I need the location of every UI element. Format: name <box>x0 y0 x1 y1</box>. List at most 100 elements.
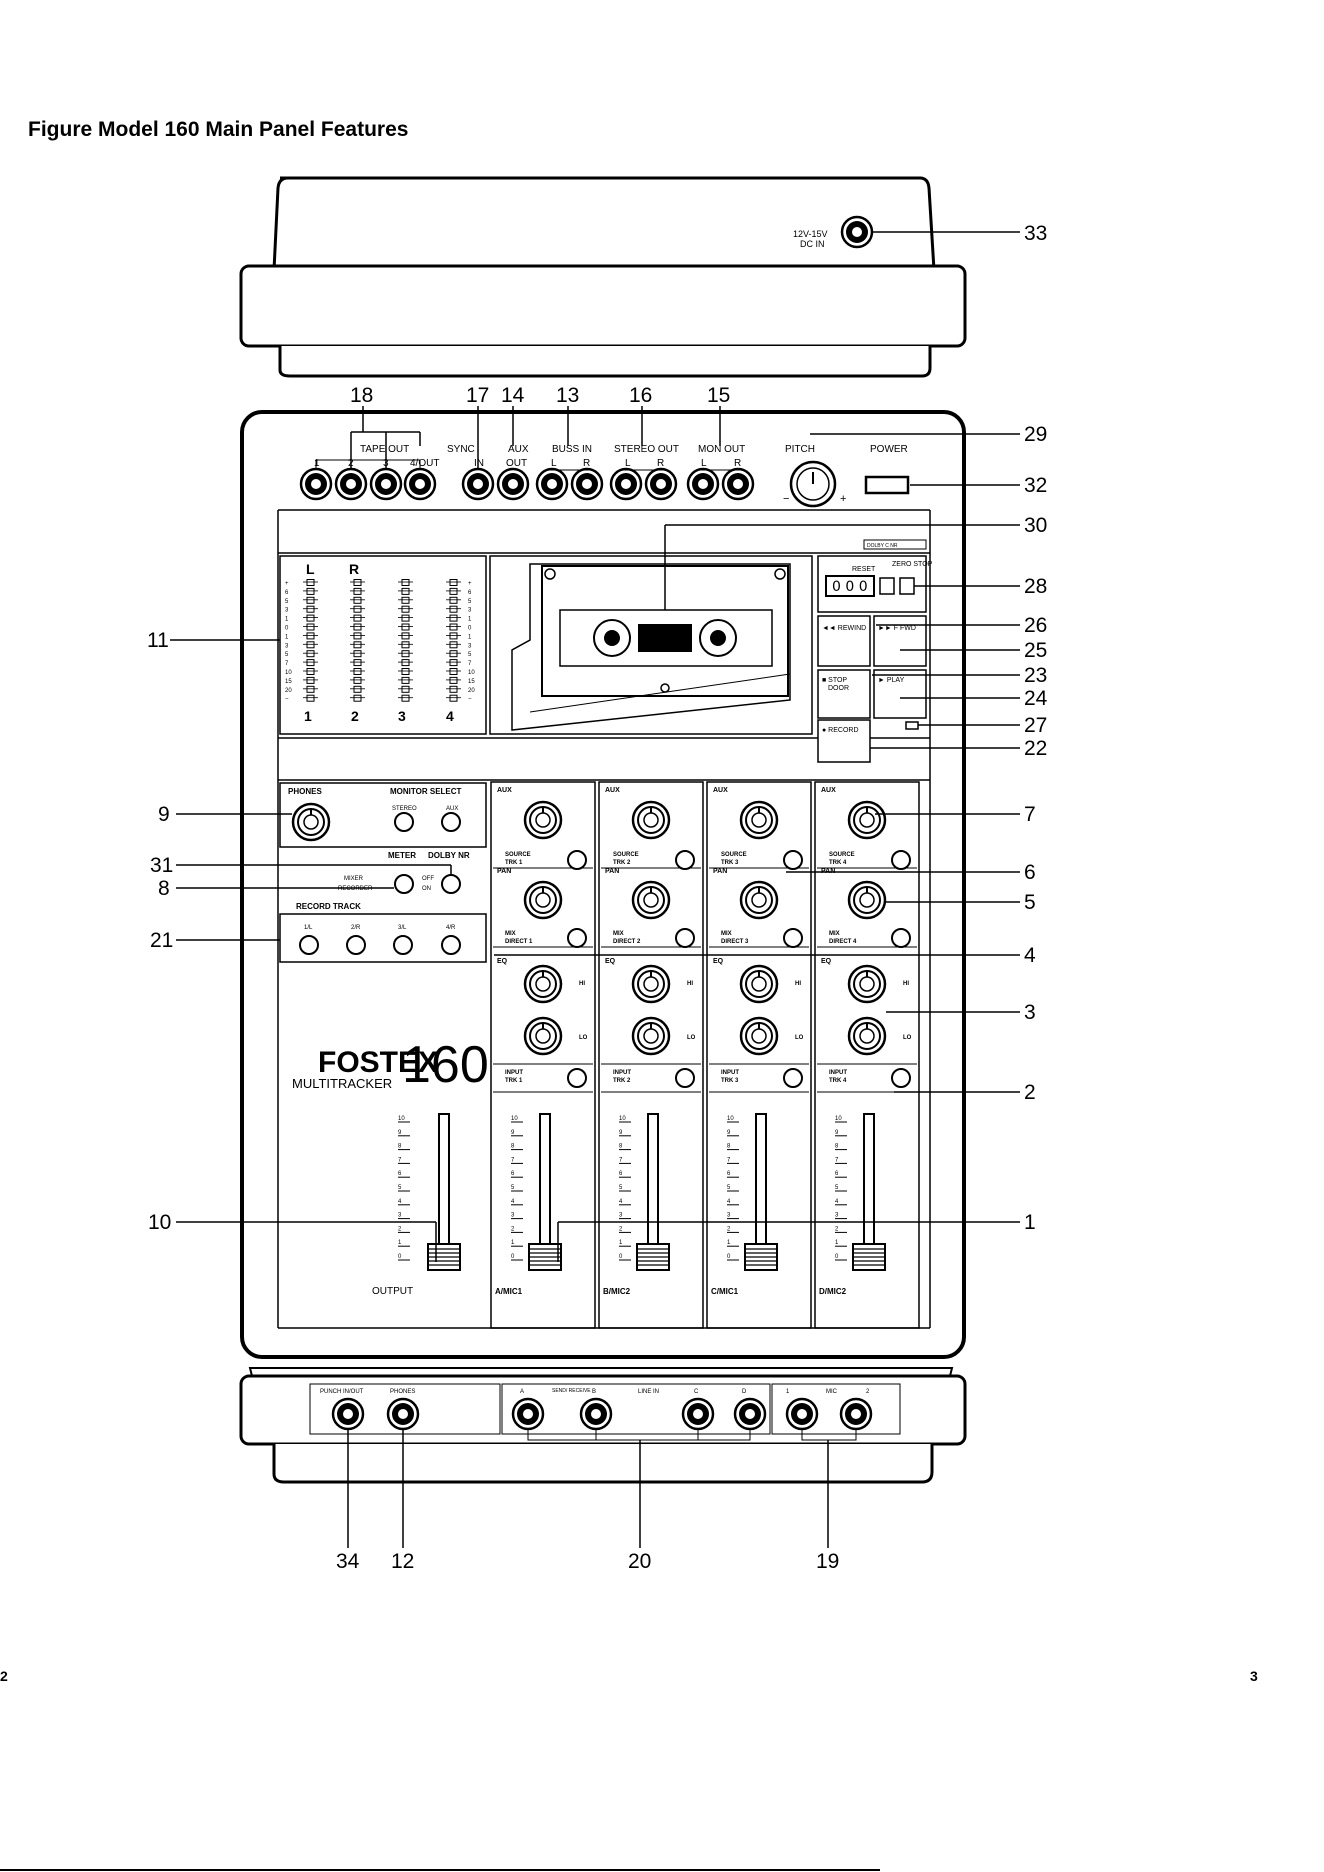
input-switch[interactable] <box>567 1068 587 1088</box>
aux-out-jack[interactable] <box>496 467 530 501</box>
ffwd-button[interactable] <box>873 615 927 667</box>
knob-graphic <box>523 964 563 1004</box>
dolby-nr-switch[interactable] <box>441 874 461 894</box>
meter-segment <box>353 605 362 613</box>
aux-knob[interactable] <box>631 800 671 840</box>
mix-switch[interactable] <box>783 928 803 948</box>
fader-scale-mark: 6 <box>511 1171 515 1177</box>
knob-graphic <box>847 880 887 920</box>
zero-stop-label: ZERO STOP <box>892 561 933 568</box>
callout-3: 3 <box>1024 1001 1036 1024</box>
callout-34: 34 <box>336 1550 360 1573</box>
eq-hi-knob[interactable] <box>523 964 563 1004</box>
eq-hi-knob[interactable] <box>847 964 887 1004</box>
zero-stop-button[interactable] <box>899 577 915 595</box>
eq-lo-knob[interactable] <box>847 1016 887 1056</box>
pan-knob[interactable] <box>847 880 887 920</box>
line-in-a-jack[interactable] <box>511 1397 545 1431</box>
mix-switch[interactable] <box>675 928 695 948</box>
aux-knob[interactable] <box>847 800 887 840</box>
tape-out-jack-4[interactable] <box>403 467 437 501</box>
mic-1-jack[interactable] <box>785 1397 819 1431</box>
switch-graphic <box>567 928 587 948</box>
line-in-c-jack[interactable] <box>681 1397 715 1431</box>
monitor-stereo-button[interactable] <box>394 812 414 832</box>
dc-in-jack[interactable] <box>840 215 874 249</box>
aux-knob[interactable] <box>739 800 779 840</box>
source-switch[interactable] <box>567 850 587 870</box>
eq-hi-knob[interactable] <box>739 964 779 1004</box>
stereo-out-l-jack[interactable] <box>609 467 643 501</box>
rec-track-2-button[interactable] <box>346 935 366 955</box>
source-switch[interactable] <box>675 850 695 870</box>
meter-scale-mark: 10 <box>468 670 475 676</box>
record-button[interactable] <box>817 719 871 763</box>
stop-button[interactable] <box>817 669 871 719</box>
mic-2-jack[interactable] <box>839 1397 873 1431</box>
pan-knob[interactable] <box>739 880 779 920</box>
rec-track-1-button[interactable] <box>299 935 319 955</box>
aux-knob[interactable] <box>523 800 563 840</box>
source-switch[interactable] <box>891 850 911 870</box>
source-trk-label: TRK 2 <box>613 860 631 866</box>
mon-out-r-jack[interactable] <box>721 467 755 501</box>
line-in-b-jack[interactable] <box>579 1397 613 1431</box>
input-switch[interactable] <box>783 1068 803 1088</box>
mix-switch[interactable] <box>891 928 911 948</box>
input-switch[interactable] <box>891 1068 911 1088</box>
rec-track-4-button[interactable] <box>441 935 461 955</box>
aux-label: AUX <box>508 444 529 455</box>
sync-in-jack[interactable] <box>461 467 495 501</box>
fader-scale-mark: 5 <box>511 1185 515 1191</box>
eq-lo-knob[interactable] <box>523 1016 563 1056</box>
meter-segment <box>401 623 410 631</box>
input-switch[interactable] <box>675 1068 695 1088</box>
reset-button[interactable] <box>879 577 895 595</box>
buss-in-r-jack[interactable] <box>570 467 604 501</box>
meter-segment <box>449 614 458 622</box>
mon-out-l-jack[interactable] <box>686 467 720 501</box>
eq-lo-knob[interactable] <box>631 1016 671 1056</box>
rec-track-3-button[interactable] <box>393 935 413 955</box>
phones-level-knob[interactable] <box>291 802 331 842</box>
punch-in-out-jack[interactable] <box>331 1397 365 1431</box>
stereo-out-r-jack[interactable] <box>644 467 678 501</box>
tape-out-jack-1[interactable] <box>299 467 333 501</box>
monitor-aux-button[interactable] <box>441 812 461 832</box>
knob-graphic <box>523 1016 563 1056</box>
line-in-d-jack[interactable] <box>733 1397 767 1431</box>
buss-in-l-jack[interactable] <box>535 467 569 501</box>
tape-out-jack-3[interactable] <box>369 467 403 501</box>
eq-hi-knob[interactable] <box>631 964 671 1004</box>
meter-segment <box>353 587 362 595</box>
buss-in-l-label: L <box>551 458 557 469</box>
power-switch[interactable] <box>864 475 910 495</box>
eq-lo-knob[interactable] <box>739 1016 779 1056</box>
fader-scale-mark: 9 <box>511 1130 515 1136</box>
eq-hi-label: HI <box>687 981 693 987</box>
meter-segment <box>401 659 410 667</box>
fader-scale-mark: 10 <box>835 1116 842 1122</box>
meter-switch[interactable] <box>394 874 414 894</box>
meter-segment <box>353 659 362 667</box>
mix-label: MIX <box>613 931 624 937</box>
play-button[interactable] <box>873 669 927 719</box>
meter-segment <box>449 659 458 667</box>
mix-switch[interactable] <box>567 928 587 948</box>
top-jack-row: TAPE OUT 1 2 3 4/OUT SYNC IN AUX OUT BUS… <box>299 444 910 508</box>
front-phones-jack[interactable] <box>386 1397 420 1431</box>
pan-knob[interactable] <box>523 880 563 920</box>
rewind-button[interactable] <box>817 615 871 667</box>
fader-scale-mark: 0 <box>835 1254 839 1260</box>
tape-out-jack-2[interactable] <box>334 467 368 501</box>
pan-label: PAN <box>713 868 727 875</box>
source-switch[interactable] <box>783 850 803 870</box>
pan-knob[interactable] <box>631 880 671 920</box>
